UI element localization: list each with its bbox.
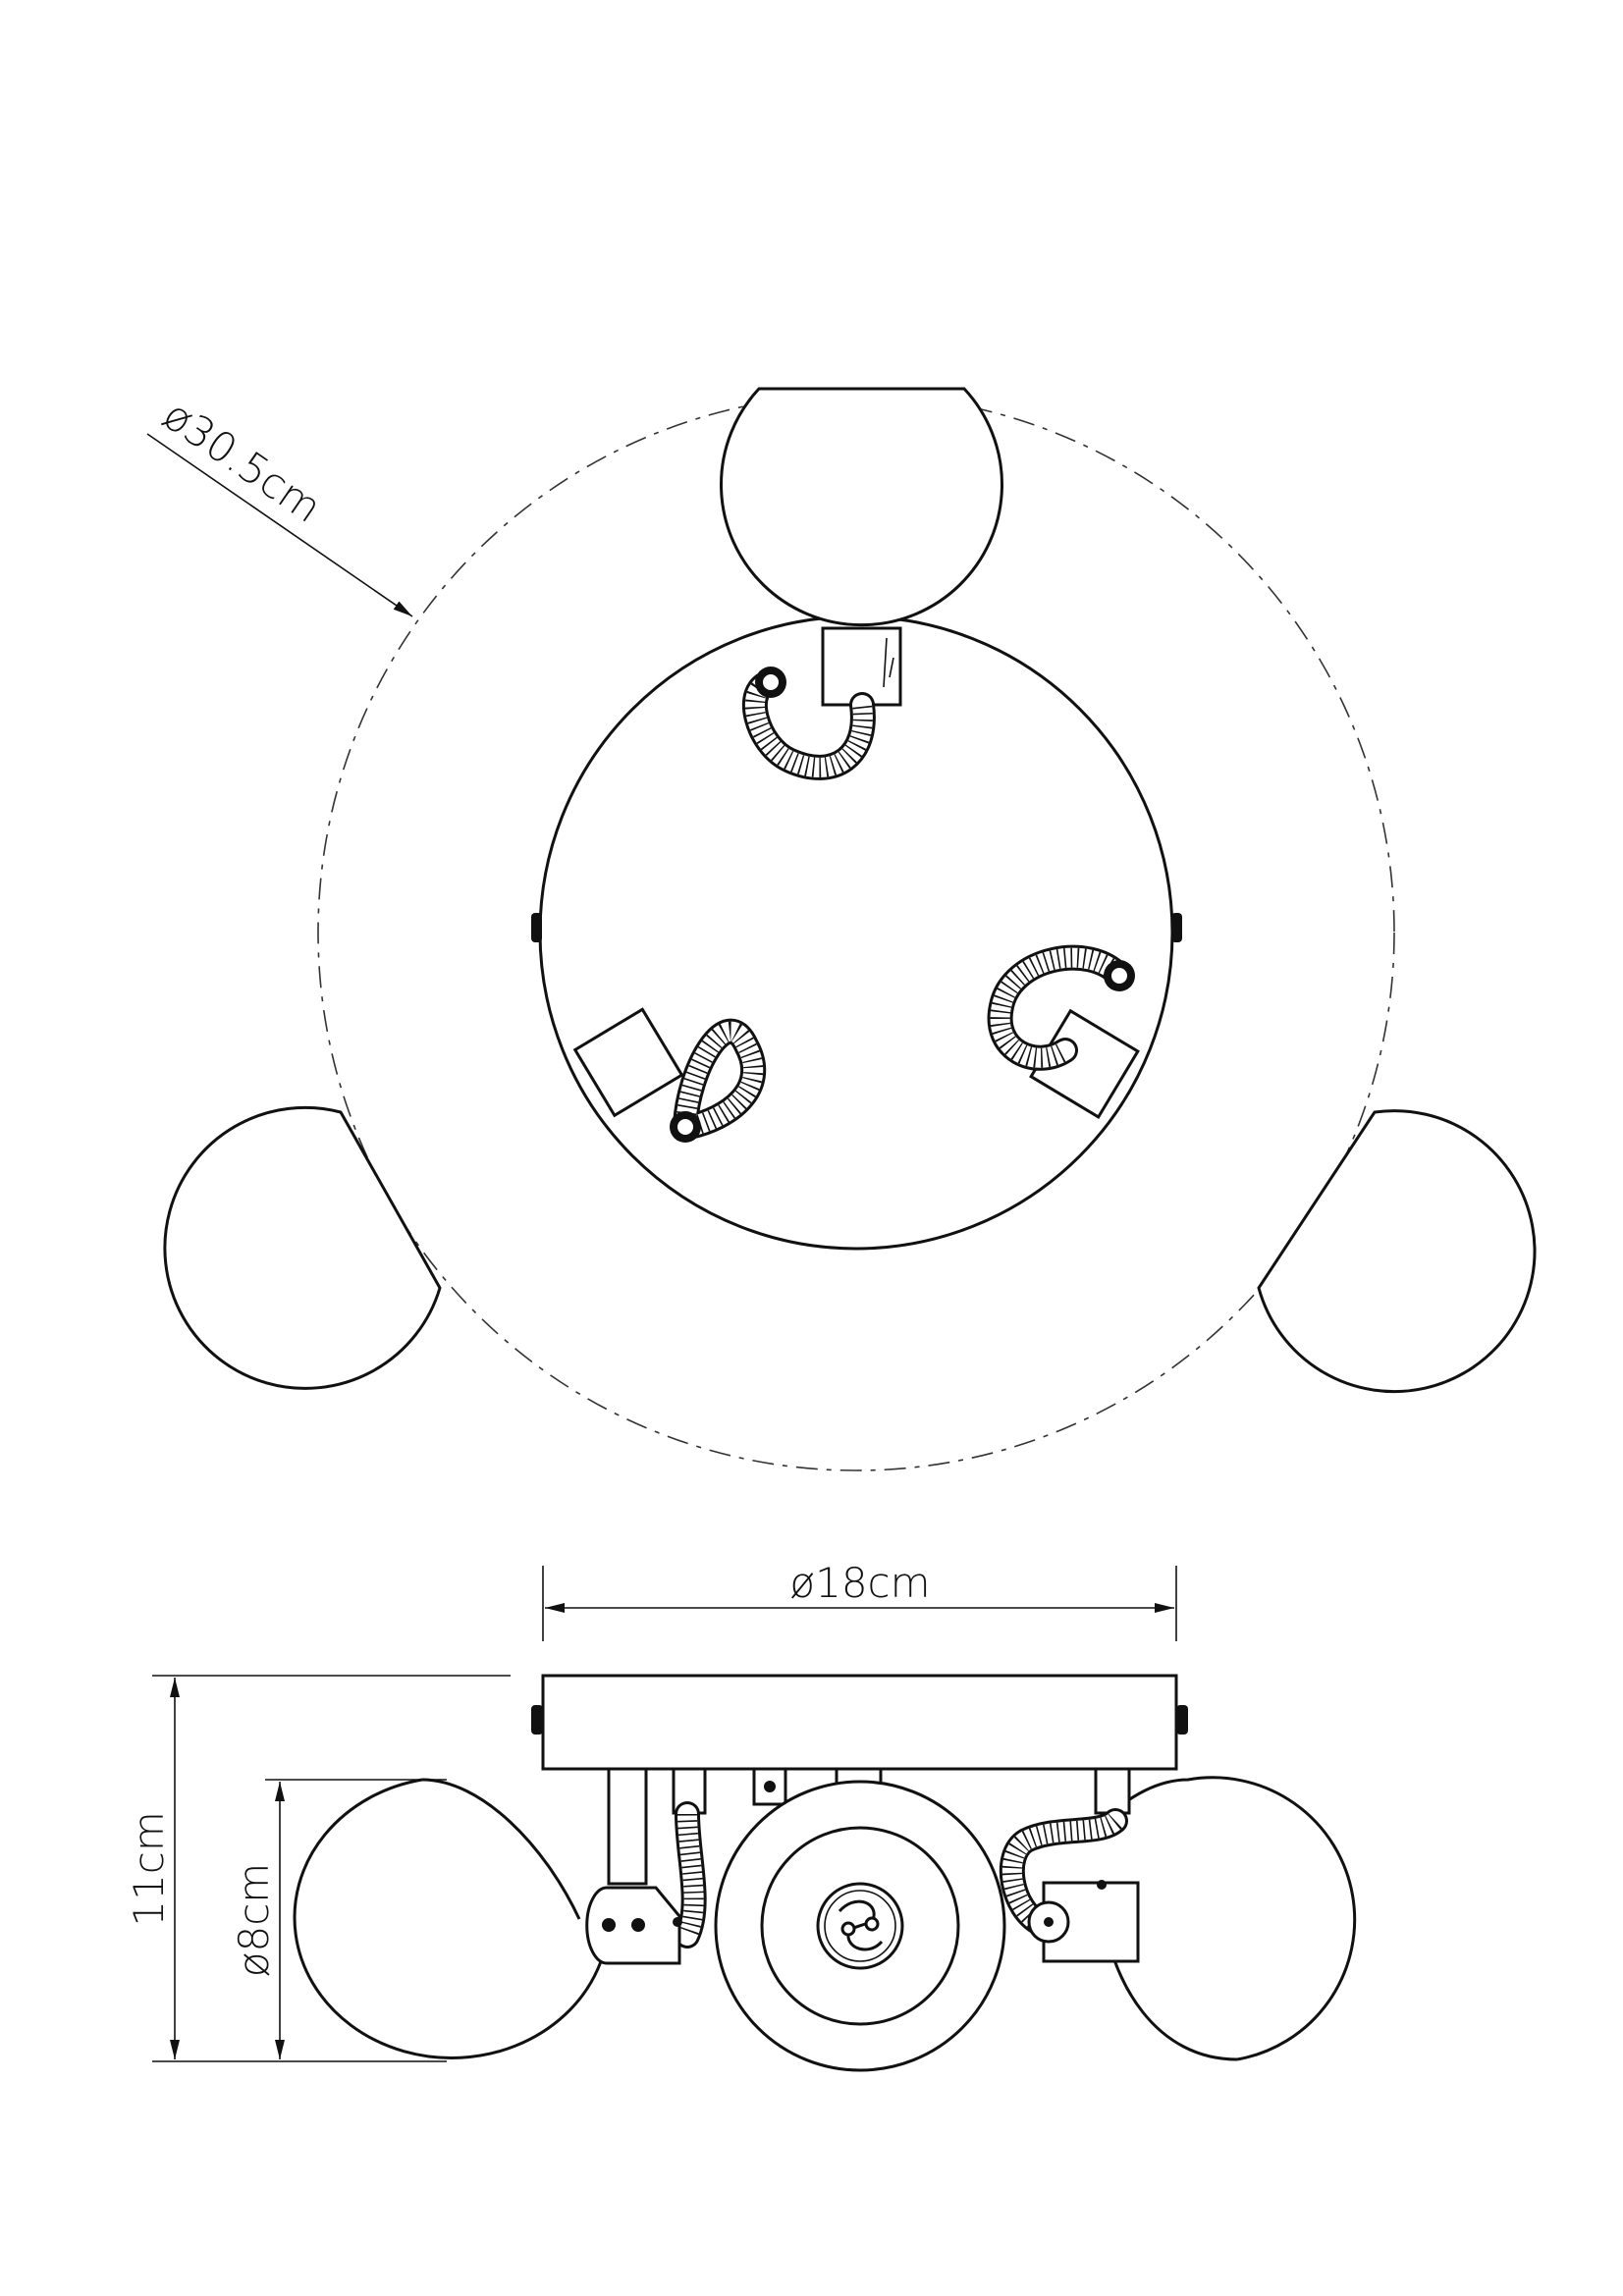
spot-left (163, 1007, 767, 1390)
spot-center-side (714, 1767, 1006, 2072)
base-diameter-label: ø18cm (789, 1559, 930, 1607)
center-shade-inner (760, 1826, 960, 2026)
side-screw-right (1171, 913, 1182, 942)
spot-right (987, 944, 1537, 1394)
overall-diameter-label: ø30.5cm (154, 391, 330, 532)
overall-diameter-leader (146, 433, 413, 617)
base-plate-side (541, 1674, 1178, 1771)
top-view: ø30.5cm (146, 387, 1537, 1471)
height-label: 11cm (125, 1811, 173, 1926)
shade-diameter-label: ø8cm (230, 1863, 278, 1977)
side-screw-left (531, 913, 542, 942)
side-view: ø18cm 11cm ø8cm (125, 1559, 1357, 2072)
spot-top (720, 387, 1003, 780)
spot-left-side (293, 1767, 707, 2059)
spot-right-side (999, 1767, 1357, 2061)
